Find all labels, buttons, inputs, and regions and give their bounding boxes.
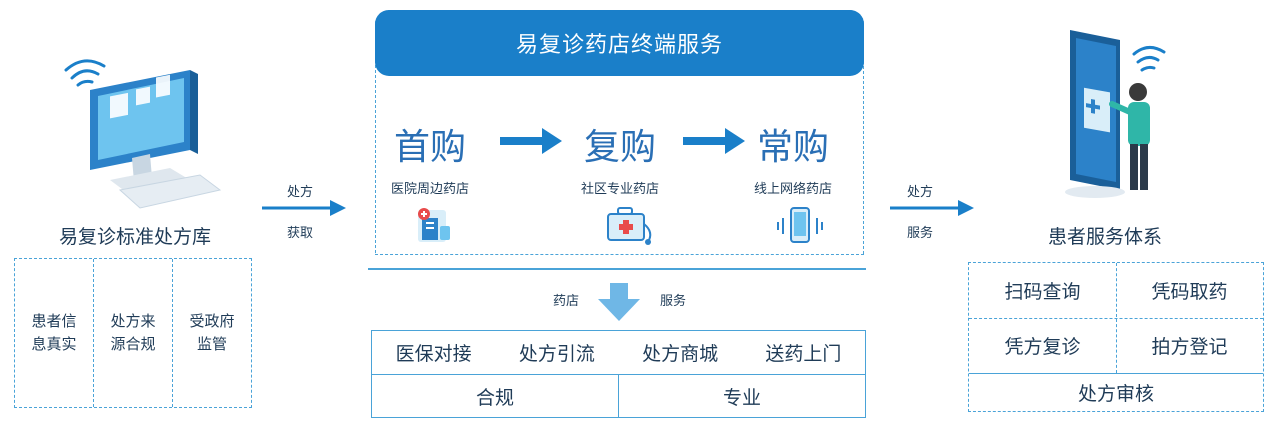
left-title: 易复诊标准处方库 [58, 226, 211, 248]
stage-sub-online: 线上网络药店 [753, 182, 832, 197]
quality-professional: 专业 [722, 386, 761, 409]
left-cell-compliant: 处方来 源合规 [94, 259, 173, 407]
left-cell-authentic: 患者信 息真实 [15, 259, 94, 407]
arrow-left-label-bottom: 获取 [286, 226, 313, 241]
patient-service-box: 扫码查询 凭码取药 凭方复诊 拍方登记 处方审核 [968, 262, 1264, 412]
service-photo-register: 拍方登记 [1151, 336, 1228, 358]
mobile-phone-icon [777, 207, 823, 243]
stage-regular-purchase: 常购 [756, 127, 829, 168]
service-prescription-review: 处方审核 [969, 373, 1263, 411]
medical-kit-icon [607, 207, 652, 245]
arrow-right-label-bottom: 服务 [906, 226, 933, 241]
service-scan-query: 扫码查询 [1004, 281, 1081, 303]
stage-first-purchase: 首购 [393, 127, 466, 168]
service-insurance: 医保对接 [395, 343, 472, 365]
down-arrow-icon [598, 283, 640, 321]
wifi-icon [64, 59, 106, 87]
service-delivery: 送药上门 [765, 343, 842, 365]
arrow-left-label-top: 处方 [286, 185, 313, 200]
right-title: 患者服务体系 [1047, 226, 1162, 248]
stage-repurchase: 复购 [583, 127, 656, 168]
left-feature-box: 患者信 息真实 处方来 源合规 受政府 监管 [14, 258, 252, 408]
phone-user-illustration [1065, 30, 1166, 198]
center-header: 易复诊药店终端服务 [375, 10, 864, 76]
wifi-icon [1132, 46, 1166, 72]
service-prescription-revisit: 凭方复诊 [1004, 336, 1081, 358]
arrow-right-icon [890, 200, 974, 216]
arrow-right-icon [683, 128, 745, 154]
down-arrow-label-right: 服务 [660, 294, 687, 309]
arrow-right-label-top: 处方 [906, 185, 933, 200]
grid-divider-horizontal [969, 318, 1263, 319]
arrow-right-icon [500, 128, 562, 154]
service-referral: 处方引流 [518, 343, 595, 365]
service-code-pickup: 凭码取药 [1151, 281, 1228, 303]
stage-sub-community: 社区专业药店 [580, 182, 659, 197]
service-mall: 处方商城 [642, 343, 719, 365]
pharmacy-document-icon [418, 208, 450, 242]
arrow-right-icon [262, 200, 346, 216]
services-table: 医保对接 处方引流 处方商城 送药上门 合规 专业 [371, 330, 866, 418]
quality-compliant: 合规 [372, 375, 619, 417]
center-divider [368, 268, 866, 270]
left-cell-regulated: 受政府 监管 [189, 312, 235, 353]
computer-illustration [64, 59, 222, 209]
down-arrow-label-left: 药店 [553, 294, 580, 309]
stage-sub-hospital: 医院周边药店 [390, 182, 469, 197]
